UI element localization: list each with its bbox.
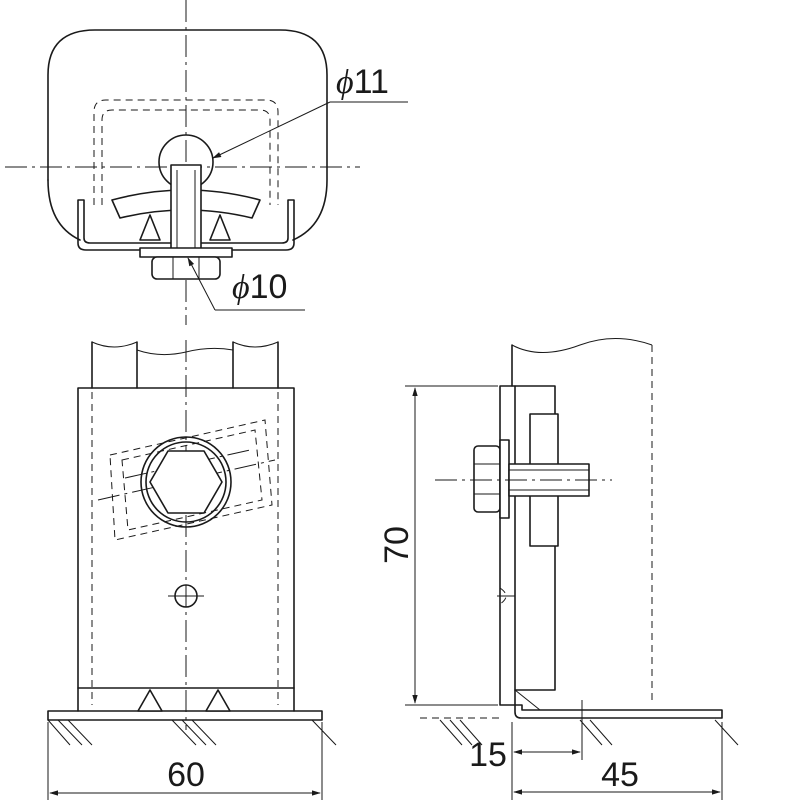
side-plate <box>499 385 723 719</box>
break-line-side <box>511 338 653 353</box>
height-label: 70 <box>378 526 416 564</box>
hidden-spring-nut <box>109 419 273 541</box>
ground-hatch-side <box>439 719 739 746</box>
bolt-shank <box>170 164 202 256</box>
side-bolt-head <box>473 445 501 513</box>
front-plate <box>77 387 295 689</box>
washer <box>139 247 233 258</box>
bolt-head <box>151 256 221 280</box>
front-teeth <box>137 689 163 712</box>
top-view: ϕ11 ϕ10 <box>5 0 408 325</box>
leader-bolt <box>187 257 216 311</box>
channel-outline <box>47 29 328 241</box>
hole-diameter-label: ϕ11 <box>336 63 389 101</box>
ground-hatch-front <box>47 719 337 746</box>
bracket-u <box>77 199 295 251</box>
width-label: 60 <box>167 756 205 794</box>
leader-hole <box>212 101 331 159</box>
front-view: 60 <box>47 340 337 800</box>
hex-bolt-head <box>149 450 223 514</box>
bolt-washer-ring <box>140 436 232 528</box>
bolt-diameter-label: ϕ10 <box>232 268 287 306</box>
front-base-plate <box>47 710 323 721</box>
depth-label: 45 <box>601 756 639 794</box>
hidden-inner-profile <box>93 99 279 205</box>
offset-label: 15 <box>469 736 507 774</box>
break-line-front <box>91 341 279 356</box>
side-view: 70 15 45 <box>378 338 739 800</box>
